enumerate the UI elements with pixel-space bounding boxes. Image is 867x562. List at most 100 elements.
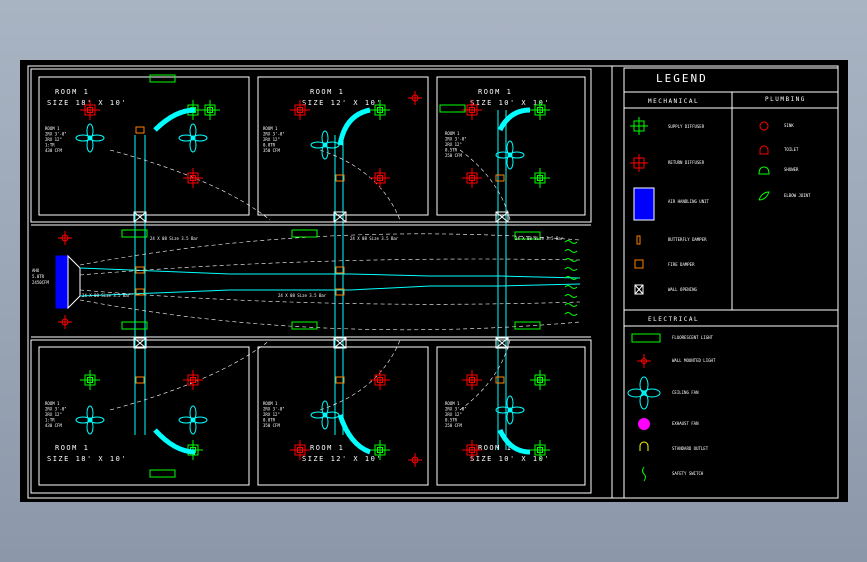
supply-diffuser-icon bbox=[80, 370, 100, 390]
room-title: ROOM 1 bbox=[55, 88, 89, 96]
ahu-label-3: 2450CFM bbox=[32, 280, 49, 285]
legend-electrical-label: FLUORESCENT LIGHT bbox=[672, 335, 714, 340]
flexible-ducts bbox=[153, 107, 531, 455]
fluorescent-light-icon bbox=[149, 469, 176, 478]
drawing-border bbox=[27, 65, 839, 499]
dampers bbox=[133, 126, 509, 384]
wall-light-icon bbox=[58, 231, 72, 245]
duct-size-label: 24 X 08 Size 3.5 Bar bbox=[82, 293, 131, 298]
room-title: ROOM 1 bbox=[55, 444, 89, 452]
room-spec-line: ROOM 1 bbox=[445, 131, 460, 136]
fluorescent-light-icon bbox=[121, 229, 148, 238]
return-diffuser-icon bbox=[370, 370, 390, 390]
supply-diffuser-icon bbox=[530, 440, 550, 460]
ceiling-fan-icon bbox=[495, 140, 525, 170]
legend-plumbing-label: ELBOW JOINT bbox=[784, 193, 811, 198]
duct-size-label: 24 X 08 Size 3.5 Bar bbox=[278, 293, 327, 298]
room-spec-line: 350 CFM bbox=[263, 148, 280, 153]
wall-light-icon bbox=[408, 453, 422, 467]
return-diffuser-icon bbox=[462, 440, 482, 460]
room-spec-line: 250 CFM bbox=[445, 423, 462, 428]
return-air-paths bbox=[79, 149, 581, 411]
wall-light-icon bbox=[408, 91, 422, 105]
duct-size-label: 24 X 08 Size 3.5 Bar bbox=[515, 236, 564, 241]
return-diffuser-icon bbox=[80, 100, 100, 120]
fluorescent-light-icon bbox=[514, 231, 541, 240]
wall-opening-legend-icon bbox=[634, 284, 644, 295]
legend-mechanical-label: RETURN DIFFUSER bbox=[668, 160, 705, 165]
return-diffuser-icon bbox=[462, 100, 482, 120]
supply-diffuser-icon bbox=[370, 100, 390, 120]
room-title: ROOM 1 bbox=[310, 88, 344, 96]
return-diffuser-icon bbox=[290, 440, 310, 460]
room-spec-line: 0.8TR bbox=[263, 418, 276, 423]
ceiling-fan-icon bbox=[495, 395, 525, 425]
ceiling-fan-legend-icon bbox=[627, 376, 661, 410]
legend-mechanical-label: WALL OPENING bbox=[668, 287, 697, 292]
electrical-header: ELECTRICAL bbox=[648, 316, 699, 323]
return-diffuser-icon bbox=[183, 168, 203, 188]
ahu-label-1: AHU bbox=[32, 268, 40, 273]
hvac-symbols bbox=[58, 74, 578, 478]
return-diffuser-icon bbox=[370, 168, 390, 188]
sink-legend-icon bbox=[759, 121, 769, 131]
room-size: SIZE 18' X 10' bbox=[47, 99, 127, 107]
shower-legend-icon bbox=[758, 166, 770, 175]
room-spec-line: 2RX 3'-0" bbox=[45, 407, 67, 412]
legend-plumbing-label: SHOWER bbox=[784, 167, 799, 172]
room-size: SIZE 10' X 10' bbox=[470, 455, 550, 463]
main-supply-duct bbox=[79, 110, 581, 450]
room-title: ROOM 1 bbox=[310, 444, 344, 452]
room-spec-line: 350 CFM bbox=[263, 423, 280, 428]
return-diffuser-icon bbox=[462, 370, 482, 390]
room-spec-line: 2RX 3'-0" bbox=[445, 407, 467, 412]
supply-diffuser-icon bbox=[370, 440, 390, 460]
legend-electrical-label: SAFETY SWITCH bbox=[672, 471, 704, 476]
room-spec-line: 430 CFM bbox=[45, 423, 62, 428]
room-spec-line: ROOM 1 bbox=[45, 126, 60, 131]
legend-electrical-label: WALL MOUNTED LIGHT bbox=[672, 358, 716, 363]
legend-plumbing-label: SINK bbox=[784, 123, 794, 128]
room-size: SIZE 10' X 10' bbox=[470, 99, 550, 107]
legend-electrical-label: STANDARD OUTLET bbox=[672, 446, 709, 451]
ahu-legend-icon bbox=[633, 187, 655, 221]
legend-mechanical-label: SUPPLY DIFFUSER bbox=[668, 124, 705, 129]
ahu-label-2: 5.0TR bbox=[32, 274, 45, 279]
duct-size-label: 24 X 08 Size 3.5 Bar bbox=[150, 236, 199, 241]
room-spec-line: 2RX 12" bbox=[263, 137, 280, 142]
room-spec-line: 2RX 3'-0" bbox=[263, 407, 285, 412]
room-spec-line: 1:TR bbox=[45, 418, 55, 423]
fluorescent-light-icon bbox=[121, 321, 148, 330]
legend-plumbing-label: TOILET bbox=[784, 147, 799, 152]
supply-diffuser-legend-icon bbox=[630, 117, 648, 135]
ceiling-fan-icon bbox=[75, 405, 105, 435]
legend-title: LEGEND bbox=[656, 72, 708, 85]
room-size: SIZE 12' X 10' bbox=[302, 455, 382, 463]
legend-mechanical-label: FIRE DAMPER bbox=[668, 262, 695, 267]
return-diffuser-icon bbox=[183, 370, 203, 390]
room-spec-line: ROOM 1 bbox=[263, 401, 278, 406]
butterfly-damper-legend-icon bbox=[636, 235, 641, 245]
room-spec-line: 2RX 12" bbox=[263, 412, 280, 417]
ceiling-fan-icon bbox=[75, 123, 105, 153]
fluorescent-light-icon bbox=[291, 229, 318, 238]
room-spec-line: 2RX 3'-0" bbox=[45, 132, 67, 137]
room-size: SIZE 12' X 10' bbox=[302, 99, 382, 107]
standard-outlet-legend-icon bbox=[639, 441, 649, 451]
room-spec-line: 2RX 3'-0" bbox=[445, 137, 467, 142]
fluorescent-light-icon bbox=[514, 321, 541, 330]
room-spec-line: 2RX 12" bbox=[45, 412, 62, 417]
corridor-walls bbox=[31, 224, 591, 338]
legend-electrical-label: EXHAUST FAN bbox=[672, 421, 699, 426]
supply-diffuser-icon bbox=[200, 100, 220, 120]
return-diffuser-legend-icon bbox=[630, 154, 648, 172]
cad-drawing-canvas: AHU 5.0TR 2450CFM ROOM 1 SIZE 18' X 10' RO… bbox=[20, 60, 848, 502]
room-title: ROOM 1 bbox=[478, 88, 512, 96]
room-spec-line: 0.8TR bbox=[263, 143, 276, 148]
